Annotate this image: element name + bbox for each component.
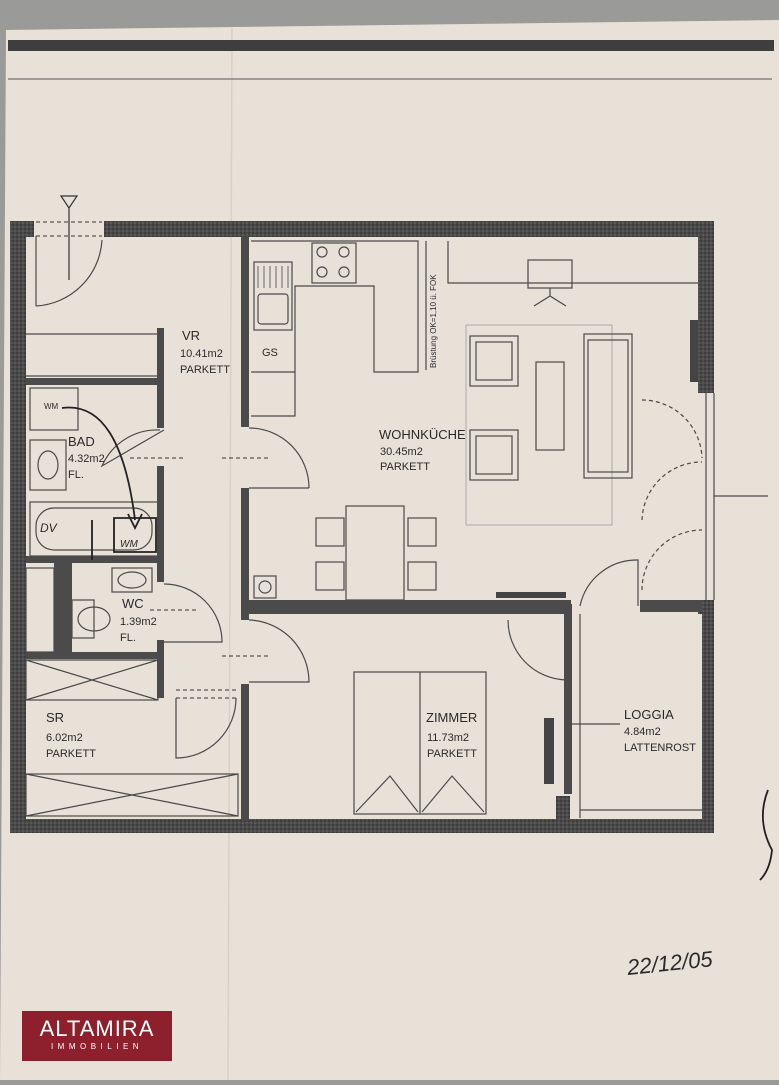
- dv-handwritten: DV: [40, 521, 58, 535]
- room-floor: FL.: [120, 632, 136, 644]
- room-area: 6.02m2: [46, 732, 83, 744]
- bathroom-fixtures: [25, 387, 159, 653]
- room-floor: PARKETT: [180, 364, 230, 376]
- wm-handwritten: WM: [120, 539, 138, 550]
- room-label-vr: VR 10.41m2 PARKETT: [180, 328, 230, 376]
- window-note: Brüstung OK=1,10 ü. FOK: [429, 274, 438, 368]
- room-name: WC: [122, 596, 144, 611]
- window-bars: [496, 320, 698, 784]
- handwritten-marks: [61, 406, 773, 881]
- storage-shelves: [25, 333, 239, 817]
- room-floor: LATTENROST: [624, 742, 696, 754]
- sink-hatch: [257, 266, 289, 288]
- room-area: 1.39m2: [120, 616, 157, 628]
- altamira-logo: ALTAMIRA IMMOBILIEN: [22, 1011, 172, 1061]
- fold-line: [227, 27, 233, 1081]
- logo-brand: ALTAMIRA: [39, 1016, 155, 1041]
- logo-subtitle: IMMOBILIEN: [50, 1042, 144, 1051]
- room-label-loggia: LOGGIA 4.84m2 LATTENROST: [624, 707, 696, 754]
- gs-label: GS: [262, 347, 278, 359]
- top-border-band: [8, 40, 774, 51]
- room-name: BAD: [68, 434, 95, 449]
- room-area: 10.41m2: [180, 348, 223, 360]
- room-floor: PARKETT: [427, 748, 477, 760]
- interior-walls: [26, 237, 702, 820]
- room-area: 30.45m2: [380, 446, 423, 458]
- room-label-wc: WC 1.39m2 FL.: [120, 596, 157, 644]
- room-label-bad: BAD 4.32m2 FL.: [68, 434, 105, 481]
- room-label-wohnkueche: WOHNKÜCHE 30.45m2 PARKETT: [379, 427, 466, 473]
- room-area: 11.73m2: [427, 732, 469, 744]
- door-swings: [35, 236, 703, 759]
- entrance-arrow-icon: [59, 195, 79, 280]
- room-name: VR: [182, 328, 200, 343]
- door-frames: [36, 221, 268, 699]
- room-floor: FL.: [68, 469, 84, 481]
- room-label-sr: SR 6.02m2 PARKETT: [46, 710, 96, 760]
- room-name: ZIMMER: [426, 710, 477, 725]
- room-area: 4.84m2: [624, 726, 661, 738]
- room-name: LOGGIA: [624, 707, 674, 722]
- room-name: SR: [46, 710, 64, 725]
- bed: [353, 671, 487, 815]
- kitchen-counter: [251, 240, 427, 417]
- room-floor: PARKETT: [380, 461, 430, 473]
- room-label-zimmer: ZIMMER 11.73m2 PARKETT: [426, 710, 477, 760]
- wm-label: WM: [44, 402, 59, 411]
- room-area: 4.32m2: [68, 453, 105, 465]
- living-furniture: [253, 241, 698, 601]
- loggia-lines: [566, 393, 768, 818]
- paper-background: [0, 20, 779, 1080]
- room-name: WOHNKÜCHE: [379, 427, 466, 442]
- room-floor: PARKETT: [46, 748, 96, 760]
